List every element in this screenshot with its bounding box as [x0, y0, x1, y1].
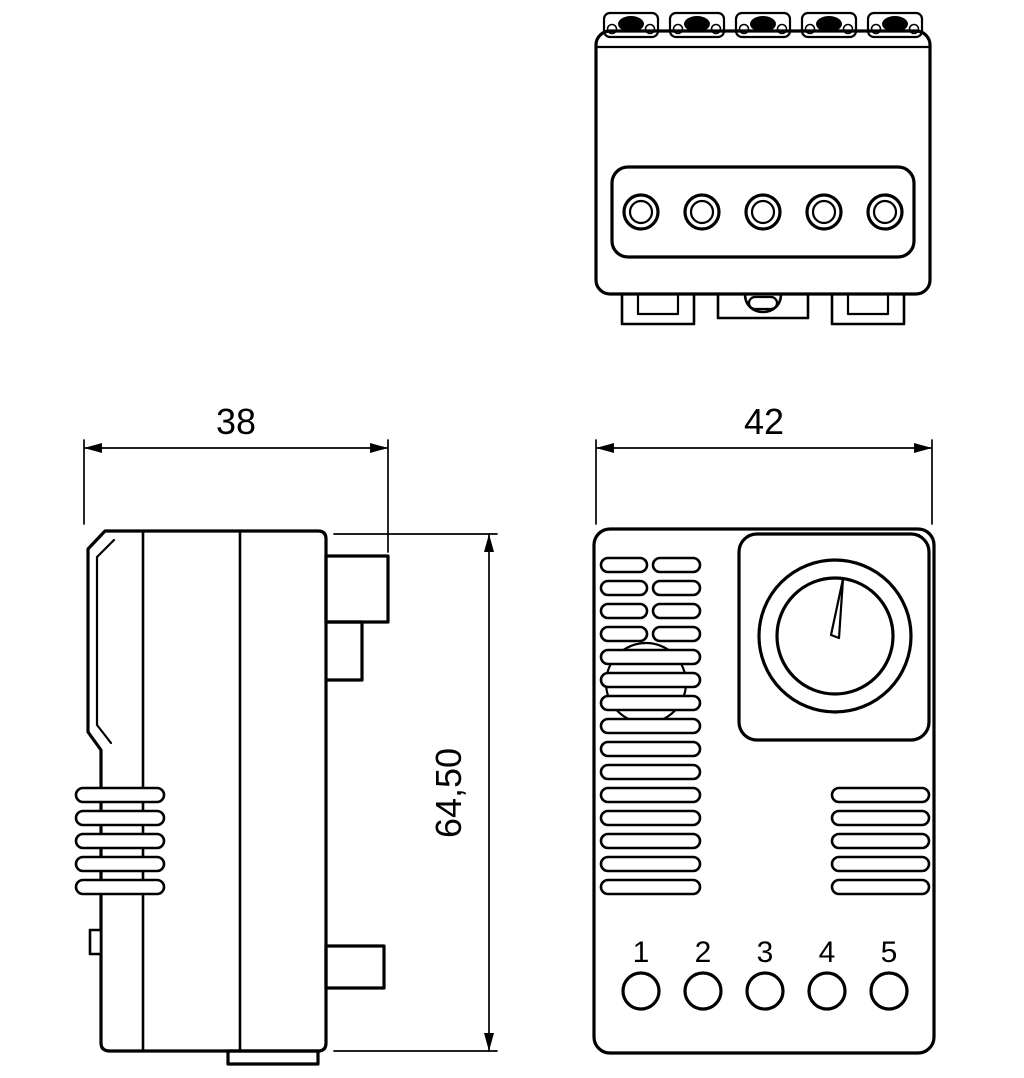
- front-view-louvers-right: [830, 786, 931, 896]
- front-view-body: [592, 527, 936, 1055]
- side-view-din-tab-bottom: [324, 944, 386, 990]
- terminal-2-label: 2: [695, 936, 712, 969]
- side-view: [74, 529, 390, 1066]
- arrowhead-bottom: [484, 1033, 494, 1051]
- top-view-screw-band: [610, 165, 916, 259]
- top-view-screw-heads: [622, 193, 904, 231]
- dimension-width-42: 42: [595, 401, 933, 525]
- front-view: 1 2 3 4 5: [592, 527, 936, 1055]
- top-terminal-screws: [602, 11, 924, 39]
- side-view-louvers: [74, 786, 166, 896]
- dimension-label-height: 64,50: [428, 748, 469, 838]
- top-view-mounting-tabs: [620, 292, 906, 326]
- dial-panel: [737, 532, 931, 742]
- dimension-height-64-50: 64,50: [333, 533, 498, 1052]
- arrowhead-left: [84, 443, 102, 453]
- terminal-4-circle: [807, 971, 847, 1011]
- arrowhead-right: [914, 443, 932, 453]
- front-view-louvers-left: [599, 556, 702, 896]
- dimension-depth-38: 38: [83, 401, 389, 553]
- arrowhead-left: [596, 443, 614, 453]
- dimension-label-depth: 38: [216, 401, 256, 442]
- terminal-3-circle: [745, 971, 785, 1011]
- terminal-2-circle: [683, 971, 723, 1011]
- terminal-1-circle: [621, 971, 661, 1011]
- side-view-outline: [86, 529, 328, 1053]
- terminal-3-label: 3: [757, 936, 774, 969]
- side-view-din-tab-top: [324, 554, 390, 682]
- dial-outer-ring: [757, 558, 913, 714]
- dial-knob[interactable]: [775, 576, 895, 696]
- arrowhead-top: [484, 534, 494, 552]
- terminal-5-label: 5: [881, 936, 898, 969]
- arrowhead-right: [370, 443, 388, 453]
- dial-pointer: [829, 577, 845, 640]
- side-view-foot: [226, 1049, 320, 1066]
- dimension-label-width: 42: [744, 401, 784, 442]
- top-view-body: [594, 29, 932, 296]
- terminal-1-label: 1: [633, 936, 650, 969]
- side-view-latch: [88, 928, 103, 956]
- front-view-terminals: 1 2 3 4 5: [621, 936, 909, 1011]
- terminal-5-circle: [869, 971, 909, 1011]
- terminal-4-label: 4: [819, 936, 836, 969]
- top-view: [594, 11, 932, 326]
- setpoint-dial: [737, 532, 931, 742]
- side-view-bezel-line: [95, 538, 116, 745]
